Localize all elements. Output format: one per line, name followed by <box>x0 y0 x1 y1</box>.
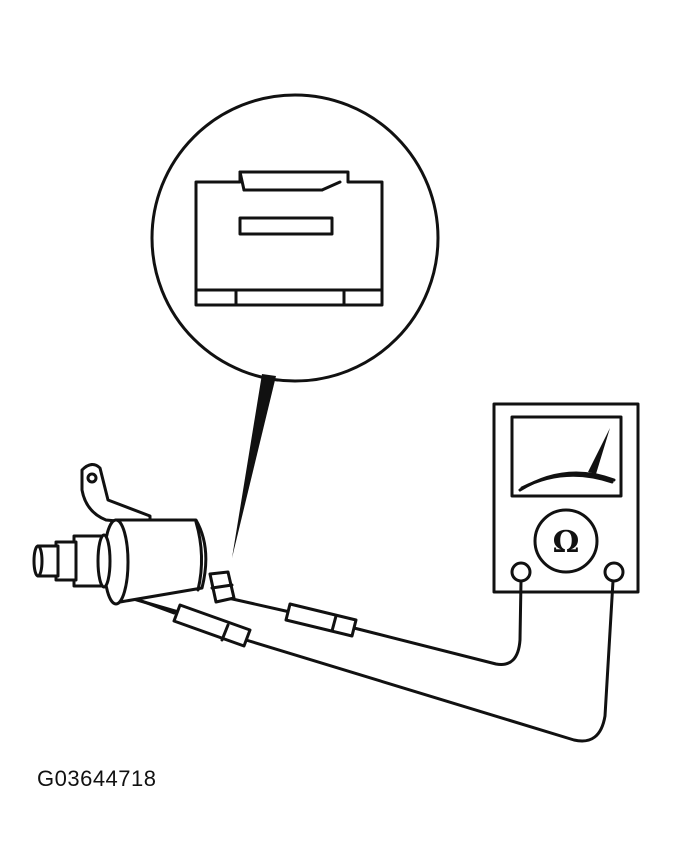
test-leads <box>126 579 615 743</box>
ohm-symbol: Ω <box>553 525 580 560</box>
solenoid-valve-icon <box>32 463 236 606</box>
meter-jack-left <box>510 561 532 583</box>
probe-upper <box>284 602 358 638</box>
connector-terminal-icon <box>194 170 384 307</box>
figure-id-label: G03644718 <box>37 766 157 791</box>
connector-callout <box>150 93 440 558</box>
meter-jack-right <box>603 561 625 583</box>
probe-lower <box>172 603 252 648</box>
ohmmeter-icon: Ω <box>492 402 640 594</box>
